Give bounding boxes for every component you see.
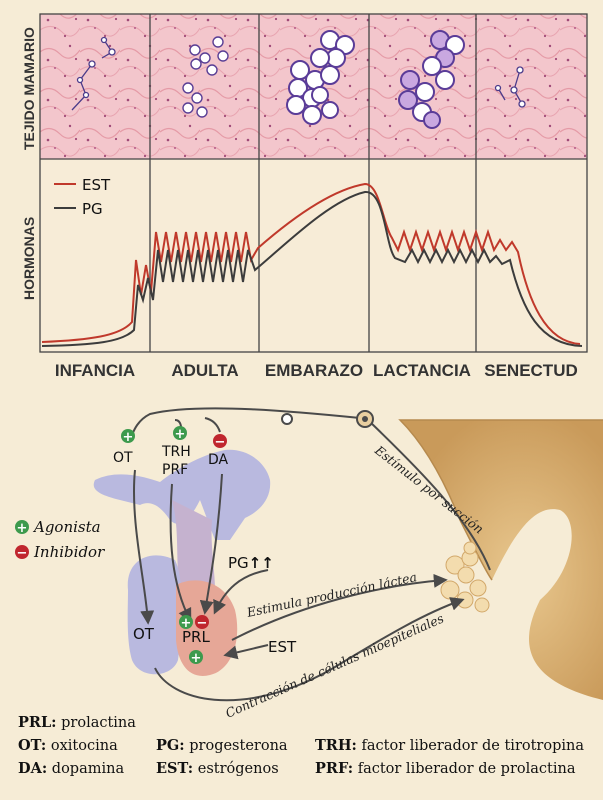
- agonist-sign-prl-bottom: +: [189, 650, 203, 666]
- series-est-line: [41, 182, 581, 345]
- inhibitor-legend-icon: [15, 545, 29, 559]
- est-label: EST: [268, 638, 297, 656]
- arrow-estimulo-succion: [367, 419, 491, 571]
- hormone-axis-label: HORMONAS: [21, 217, 37, 300]
- posterior-pituitary: [127, 555, 182, 675]
- panel-frame: [39, 13, 588, 353]
- abbr-prl: PRL: prolactina: [18, 714, 136, 731]
- hypo-label-trh: TRH: [161, 444, 191, 460]
- agonist-legend-label: Agonista: [32, 518, 101, 536]
- svg-text:+: +: [181, 616, 192, 631]
- hypo-label-prf: PRF: [162, 462, 188, 478]
- svg-text:+: +: [191, 651, 202, 666]
- agonist-sign-ot: +: [121, 429, 135, 445]
- svg-text:+: +: [175, 427, 186, 442]
- gland-embarazo: [286, 30, 355, 125]
- chart-legend: EST PG: [54, 176, 111, 218]
- phase-labels: INFANCIA ADULTA EMBARAZO LACTANCIA SENEC…: [55, 361, 578, 380]
- arrow-estimula-produccion: [231, 573, 448, 641]
- caption-produccion-lactea: Estimula producción láctea: [245, 569, 419, 620]
- pituitary-stalk: [172, 500, 215, 590]
- abbr-ot: OT: oxitocina: [18, 737, 118, 754]
- agonist-sign-trh: +: [173, 426, 187, 442]
- inhibitor-sign-da: −: [213, 434, 227, 450]
- gland-adulta: [182, 36, 229, 118]
- tissue-axis-label: TEJIDO MAMARIO: [21, 27, 37, 150]
- hypo-label-da: DA: [208, 452, 229, 468]
- pituitary-label-ot: OT: [133, 625, 155, 643]
- gland-lactancia: [398, 30, 465, 129]
- inhibitor-legend-label: Inhibidor: [33, 543, 105, 561]
- nerve-node-1: [281, 413, 293, 425]
- phase-label-lactancia: LACTANCIA: [373, 361, 471, 380]
- abbr-est: EST: estrógenos: [156, 760, 279, 777]
- hormone-chart-area: [40, 159, 587, 352]
- gland-senectud: [494, 66, 526, 108]
- svg-text:−: −: [197, 616, 208, 631]
- hypothalamus: [93, 449, 271, 540]
- arrow-contraccion: [154, 597, 465, 702]
- abbr-pg: PG: progesterona: [156, 737, 288, 754]
- svg-text:+: +: [17, 521, 28, 536]
- caption-contraccion: Contracción de células mioepiteliales: [223, 611, 446, 721]
- legend-pg-label: PG: [82, 200, 103, 218]
- inhibitor-sign-prl: −: [195, 615, 209, 631]
- phase-label-adulta: ADULTA: [171, 361, 238, 380]
- hypo-label-ot: OT: [113, 450, 133, 466]
- sign-legend: + Agonista − Inhibidor: [15, 518, 105, 561]
- phase-label-embarazo: EMBARAZO: [265, 361, 363, 380]
- series-pg-line: [41, 190, 583, 347]
- gland-infancia: [71, 36, 116, 111]
- phase-label-infancia: INFANCIA: [55, 361, 135, 380]
- breast-illustration: [400, 420, 603, 700]
- svg-text:+: +: [123, 430, 134, 445]
- agonist-legend-icon: [15, 520, 29, 534]
- svg-text:−: −: [17, 546, 28, 561]
- pituitary-label-prl: PRL: [182, 628, 210, 646]
- abbr-da: DA: dopamina: [18, 760, 125, 777]
- abbr-trh: TRH: factor liberador de tirotropina: [315, 737, 584, 754]
- agonist-sign-prl-top: +: [179, 615, 193, 631]
- pg-label: PG↑↑: [228, 554, 274, 572]
- abbr-prf: PRF: factor liberador de prolactina: [315, 760, 576, 777]
- phase-label-senectud: SENECTUD: [484, 361, 578, 380]
- pathway-lines: [131, 407, 465, 702]
- legend-est-label: EST: [82, 176, 111, 194]
- svg-text:−: −: [215, 435, 226, 450]
